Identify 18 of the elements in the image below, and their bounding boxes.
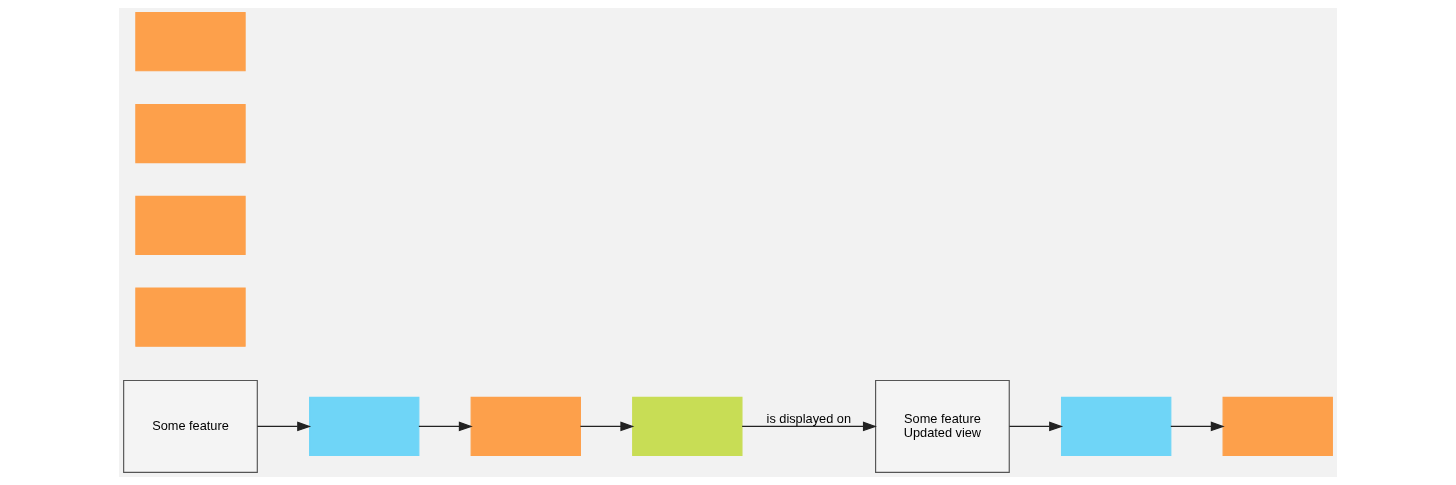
node-box (135, 103, 246, 164)
node-box (1061, 396, 1172, 457)
arrow (1170, 421, 1225, 432)
node-box: Some feature Updated view (875, 379, 1010, 473)
node-box (470, 396, 581, 457)
arrow (418, 421, 473, 432)
node-box: Some feature (123, 379, 258, 473)
node-box (1222, 396, 1333, 457)
node-box (135, 12, 246, 72)
arrow (579, 421, 635, 432)
arrow (741, 421, 877, 432)
node-box (135, 287, 246, 347)
arrow (256, 421, 312, 432)
node-box (632, 396, 743, 457)
node-box (135, 195, 246, 255)
node-box (309, 396, 420, 457)
edge-label: is displayed on (766, 410, 851, 426)
arrow (1008, 421, 1064, 432)
